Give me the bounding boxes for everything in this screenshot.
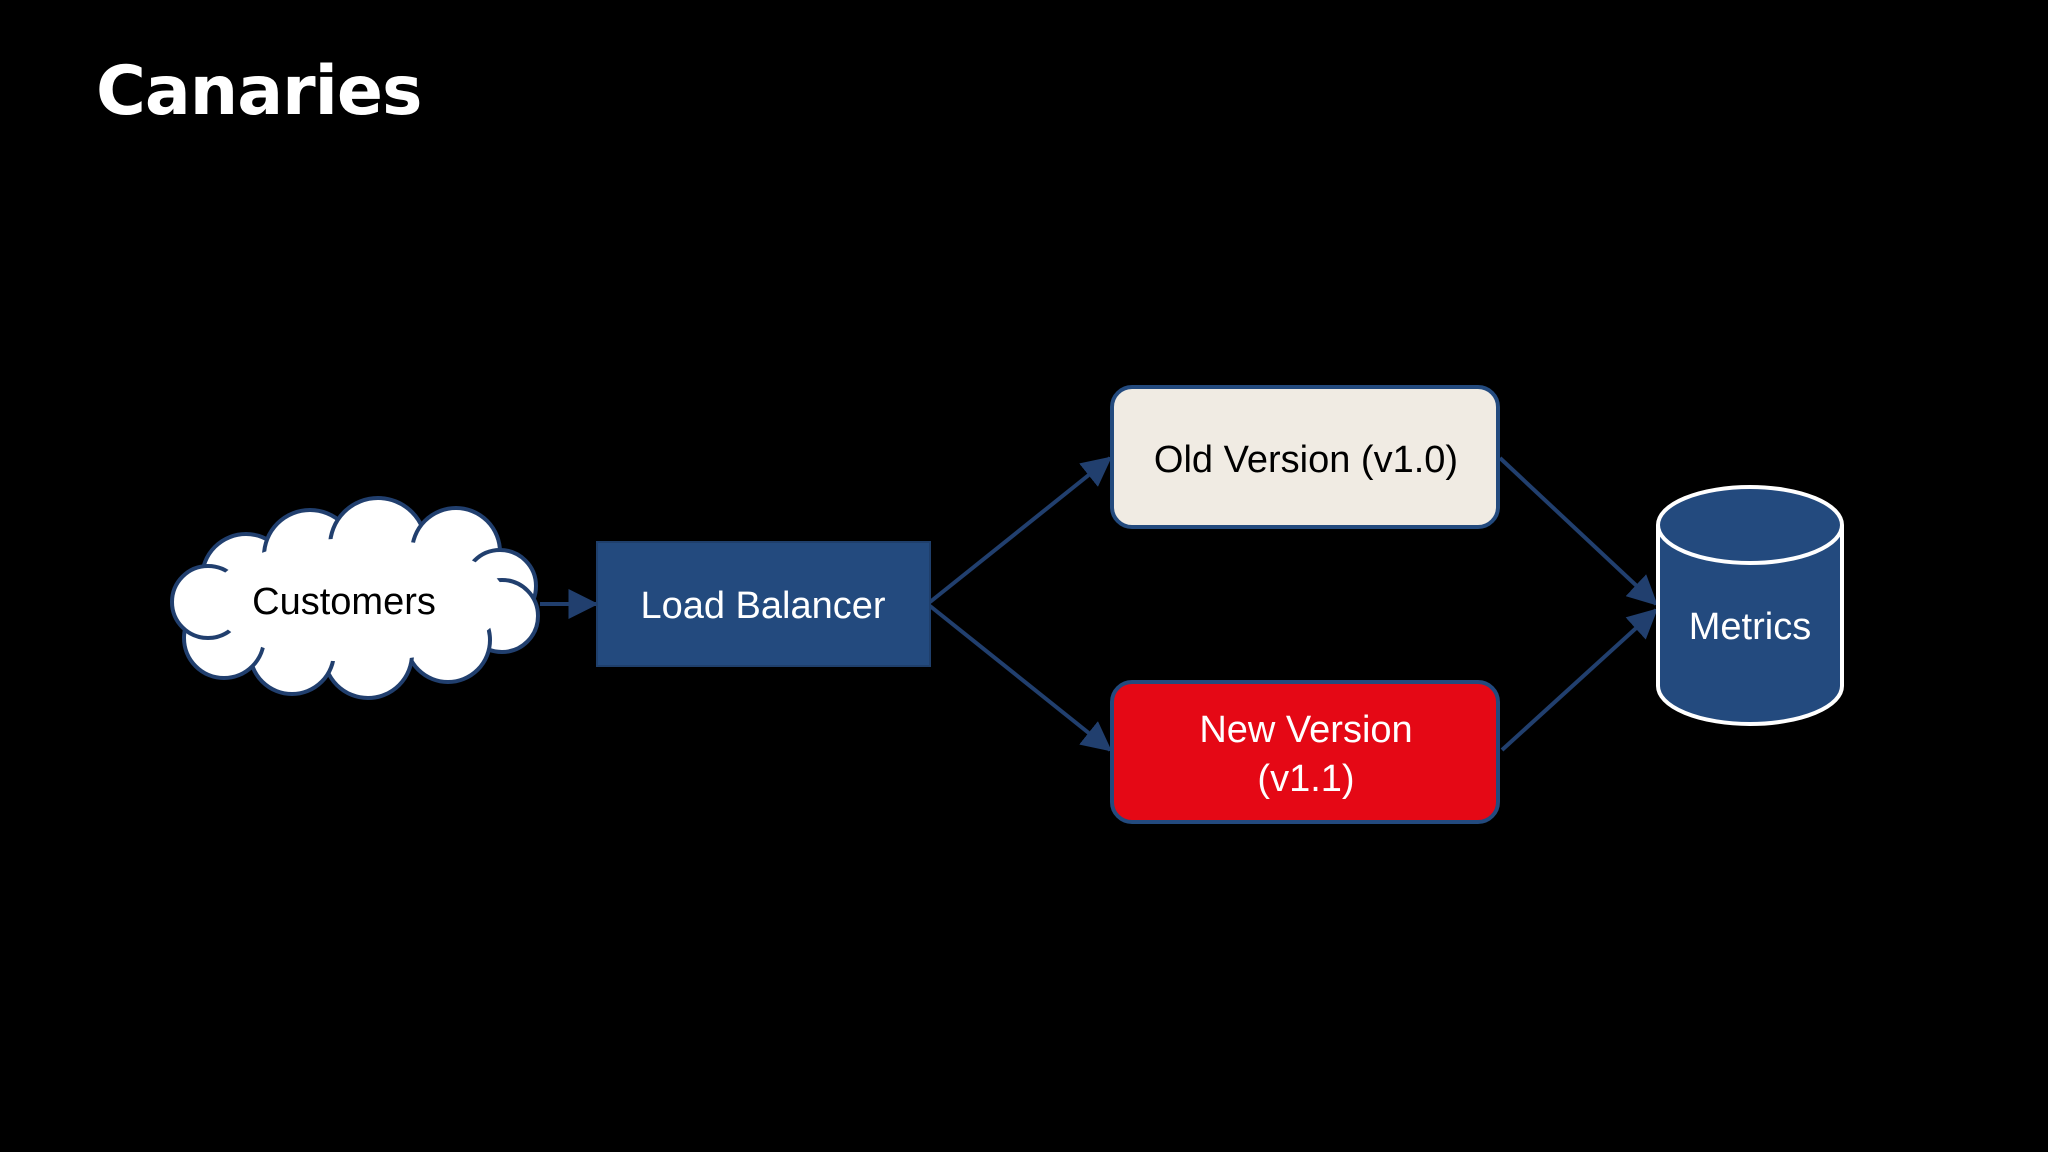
- edge-old-version-to-metrics: [1498, 456, 1658, 606]
- edge-load-balancer-to-old-version: [928, 456, 1112, 604]
- new-version-label-line2: (v1.1): [1257, 758, 1354, 800]
- old-version-node: Old Version (v1.0): [1110, 385, 1500, 529]
- diagram-edges: [540, 456, 1658, 752]
- edge-load-balancer-to-new-version: [928, 604, 1112, 752]
- new-version-label-line1: New Version: [1199, 709, 1412, 751]
- load-balancer-node: Load Balancer: [596, 541, 931, 667]
- load-balancer-label: Load Balancer: [640, 585, 885, 627]
- customers-label: Customers: [252, 581, 436, 623]
- load-balancer-box: [596, 541, 931, 667]
- old-version-box: [1110, 385, 1500, 529]
- customers-node: Customers: [170, 496, 540, 700]
- database-icon: [1656, 485, 1844, 726]
- new-version-box: [1110, 680, 1500, 824]
- new-version-node: New Version (v1.1): [1110, 680, 1500, 824]
- edge-new-version-to-metrics: [1500, 608, 1658, 752]
- slide-title: Canaries: [96, 52, 423, 131]
- metrics-label: Metrics: [1689, 606, 1811, 648]
- metrics-node: Metrics: [1656, 485, 1844, 726]
- old-version-label: Old Version (v1.0): [1154, 439, 1458, 481]
